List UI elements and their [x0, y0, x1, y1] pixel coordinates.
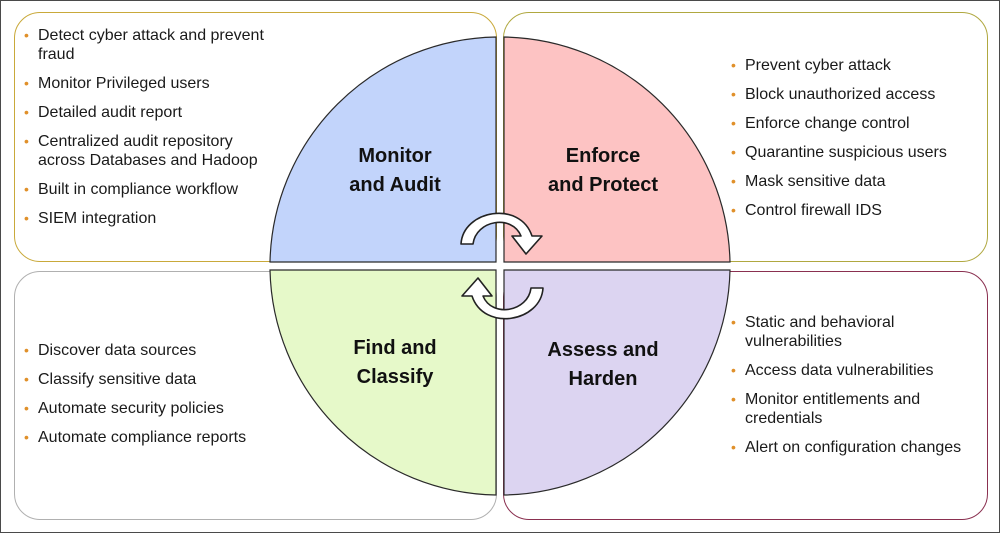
list-item: Quarantine suspicious users	[731, 143, 976, 162]
list-item: Alert on configuration changes	[731, 438, 976, 457]
list-item: Automate security policies	[24, 399, 284, 418]
assess-harden-title: Assess and Harden	[547, 339, 659, 390]
monitor-audit-list: Detect cyber attack and prevent fraud Mo…	[24, 26, 274, 238]
list-item: Control firewall IDS	[731, 201, 976, 220]
list-item: Monitor Privileged users	[24, 74, 274, 93]
monitor-audit-quadrant	[269, 36, 497, 263]
list-item: Classify sensitive data	[24, 370, 284, 389]
monitor-audit-title: Monitor and Audit	[349, 145, 441, 196]
enforce-protect-quadrant	[503, 36, 731, 263]
list-item: Monitor entitlements and credentials	[731, 390, 976, 428]
list-item: Access data vulnerabilities	[731, 361, 976, 380]
cycle-arrows-icon	[460, 212, 544, 320]
enforce-protect-title: Enforce and Protect	[547, 145, 659, 196]
list-item: Detect cyber attack and prevent fraud	[24, 26, 274, 64]
list-item: Prevent cyber attack	[731, 56, 976, 75]
enforce-protect-list: Prevent cyber attack Block unauthorized …	[731, 56, 976, 230]
list-item: Built in compliance workflow	[24, 180, 274, 199]
list-item: Block unauthorized access	[731, 85, 976, 104]
list-item: Detailed audit report	[24, 103, 274, 122]
assess-harden-quadrant	[503, 269, 731, 496]
list-item: Centralized audit repository across Data…	[24, 132, 274, 170]
find-classify-quadrant	[269, 269, 497, 496]
list-item: Mask sensitive data	[731, 172, 976, 191]
find-classify-title: Find and Classify	[353, 337, 437, 388]
list-item: Static and behavioral vulnerabilities	[731, 313, 976, 351]
list-item: Enforce change control	[731, 114, 976, 133]
list-item: Automate compliance reports	[24, 428, 284, 447]
list-item: SIEM integration	[24, 209, 274, 228]
assess-harden-list: Static and behavioral vulnerabilities Ac…	[731, 313, 976, 467]
find-classify-list: Discover data sources Classify sensitive…	[24, 341, 284, 457]
list-item: Discover data sources	[24, 341, 284, 360]
